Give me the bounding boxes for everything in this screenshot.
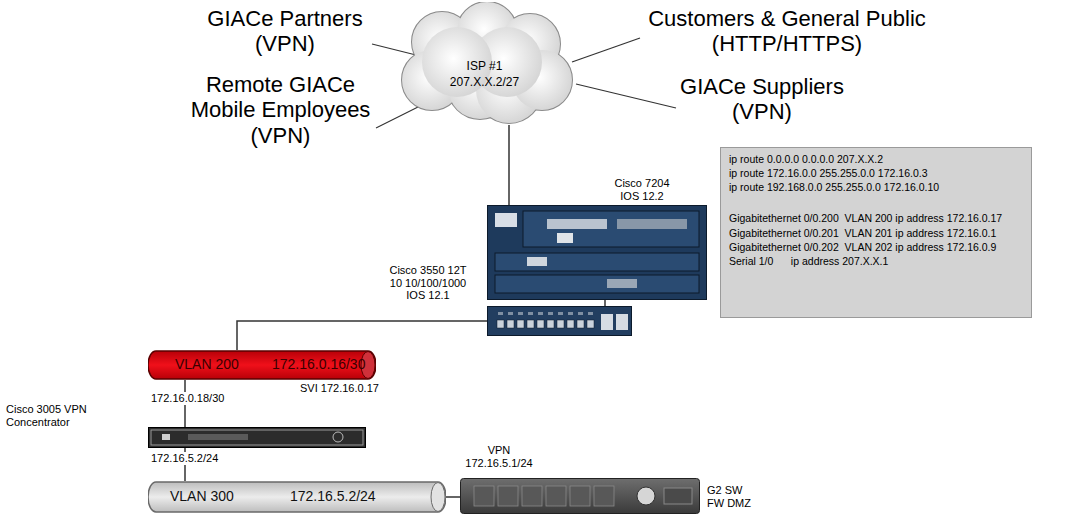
shape-part (616, 314, 628, 330)
shape-part (508, 312, 513, 315)
shape-part (517, 320, 524, 328)
node-text: Cisco 3550 12T 10 10/100/1000 IOS 12.1 (385, 264, 471, 302)
node-text: G2 SW FW DMZ (707, 484, 757, 509)
free-label: Remote GIACe Mobile Employees (VPN) (188, 72, 373, 148)
node-text: ISP #1 (392, 60, 577, 74)
shape-part (547, 320, 554, 328)
shape-part (538, 312, 543, 315)
node-text: 207.X.X.2/27 (392, 76, 577, 90)
node-text: SVI 172.16.0.17 (300, 382, 379, 395)
node-text: ip route 172.16.0.0 255.255.0.0 172.16.0… (729, 167, 928, 179)
connector-line (604, 300, 606, 306)
shape-part (431, 483, 445, 512)
node-text: Cisco 3005 VPN Concentrator (6, 403, 90, 428)
node-text: Cisco 7204 IOS 12.2 (611, 177, 673, 202)
node-text: VLAN 300 (170, 488, 234, 504)
leader-line (576, 84, 676, 108)
router-illustration (487, 205, 707, 300)
shape-part (498, 312, 503, 315)
shape-part (601, 314, 613, 330)
shape-part (495, 253, 699, 271)
shape-part (537, 320, 544, 328)
leader-line (572, 38, 640, 62)
firewall-server: VPN 172.16.5.1/24G2 SW FW DMZ (460, 478, 700, 514)
node-text: ip route 0.0.0.0 0.0.0.0 207.X.X.2 (729, 153, 883, 165)
shape-part (149, 428, 366, 448)
shape-part (162, 434, 170, 440)
node-text: VPN 172.16.5.1/24 (460, 444, 538, 469)
shape-part (594, 486, 614, 506)
shape-part (664, 488, 692, 504)
free-label: Customers & General Public (HTTP/HTTPS) (632, 6, 942, 57)
vpn-concentrator-illustration (148, 427, 366, 448)
vpn-concentrator: Cisco 3005 VPN Concentrator (148, 427, 366, 448)
firewall-server-illustration (460, 478, 700, 514)
shape-part (148, 482, 446, 512)
shape-part (522, 486, 542, 506)
free-label: 172.16.0.18/30 (150, 392, 225, 405)
shape-part (488, 307, 632, 336)
node-text: ip route 192.168.0.0 255.255.0.0 172.16.… (729, 181, 939, 193)
shape-part (495, 213, 517, 227)
shape-part (527, 320, 534, 328)
shape-part (548, 312, 553, 315)
shape-part (188, 434, 248, 440)
shape-part (617, 219, 687, 229)
shape-part (570, 486, 590, 506)
node-text: Gigabitethernet 0/0.201 VLAN 201 ip addr… (729, 227, 996, 239)
vlan-band: VLAN 200172.16.0.16/30SVI 172.16.0.17 (148, 350, 376, 380)
shape-part (528, 312, 533, 315)
node-text: 172.16.5.2/24 (290, 488, 376, 504)
shape-part (557, 320, 564, 328)
shape-part (523, 211, 699, 247)
shape-part (333, 432, 343, 442)
vlan-band: VLAN 300 172.16.5.2/24 (148, 481, 446, 513)
config-box: ip route 0.0.0.0 0.0.0.0 207.X.X.2 ip rou… (720, 147, 1032, 318)
shape-part (558, 312, 563, 315)
shape-part (577, 320, 584, 328)
shape-part (488, 206, 707, 300)
free-label: GIACe Partners (VPN) (200, 6, 370, 57)
shape-part (151, 430, 363, 445)
shape-part (588, 312, 593, 315)
node-text: Serial 1/0 ip address 207.X.X.1 (729, 255, 888, 267)
shape-part (578, 312, 583, 315)
shape-part (568, 312, 573, 315)
shape-part (148, 351, 376, 379)
shape-part (518, 312, 523, 315)
shape-part (607, 279, 637, 288)
shape-part (567, 320, 574, 328)
free-label: 172.16.5.2/24 (150, 452, 219, 465)
shape-part (507, 320, 514, 328)
shape-part (546, 486, 566, 506)
switch-device: Cisco 3550 12T 10 10/100/1000 IOS 12.1 (487, 306, 632, 336)
shape-part (497, 320, 504, 328)
router-device: Cisco 7204 IOS 12.2 (487, 205, 707, 300)
node-text: Gigabitethernet 0/0.202 VLAN 202 ip addr… (729, 241, 996, 253)
shape-part (557, 233, 573, 243)
shape-part (637, 487, 655, 505)
shape-part (461, 479, 700, 514)
node-text: 172.16.0.16/30 (272, 356, 365, 372)
shape-part (495, 275, 699, 293)
shape-part (498, 486, 518, 506)
isp-cloud: ISP #1 207.X.X.2/27 (392, 2, 577, 125)
shape-part (587, 320, 594, 328)
connector-line (446, 496, 460, 498)
node-text: VLAN 200 (175, 356, 239, 372)
node-text: Gigabitethernet 0/0.200 VLAN 200 ip addr… (729, 212, 1002, 224)
free-label: GIACe Suppliers (VPN) (672, 74, 852, 125)
connector-line (508, 125, 510, 205)
shape-part (474, 486, 494, 506)
switch-illustration (487, 306, 632, 336)
shape-part (527, 257, 547, 266)
connector-line (237, 321, 487, 350)
shape-part (547, 219, 607, 229)
